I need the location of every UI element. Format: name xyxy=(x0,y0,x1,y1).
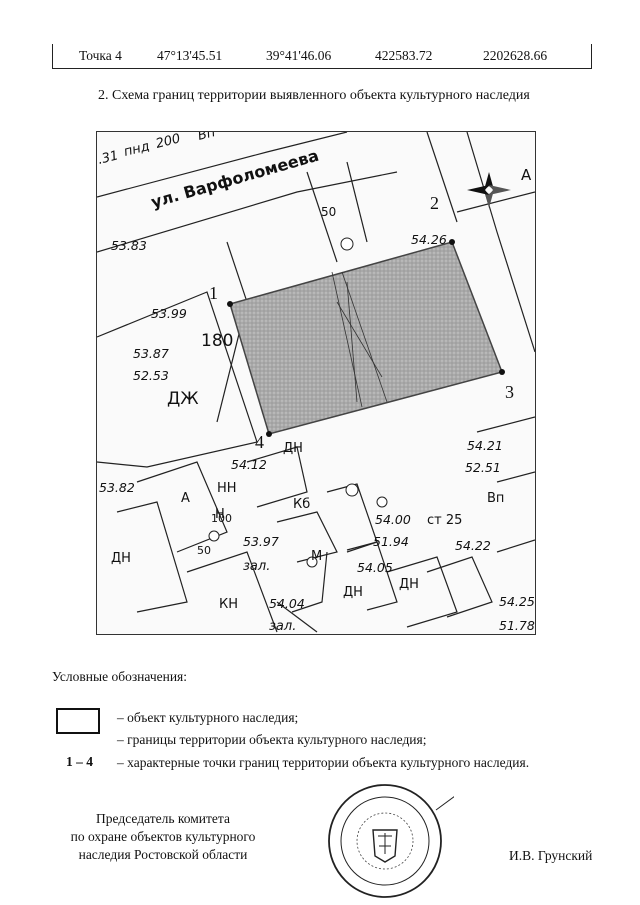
svg-text:100: 100 xyxy=(211,512,232,525)
svg-text:ДН: ДН xyxy=(283,441,303,456)
official-seal xyxy=(328,784,454,898)
svg-text:53.87: 53.87 xyxy=(133,346,169,361)
point-1-label: 1 xyxy=(209,283,218,303)
svg-text:53.99: 53.99 xyxy=(151,306,187,321)
svg-text:50: 50 xyxy=(321,205,336,219)
legend-points-key: 1 – 4 xyxy=(66,754,93,769)
svg-text:50: 50 xyxy=(197,544,211,557)
signatory-line-2: по охране объектов культурного xyxy=(70,829,256,844)
svg-text:54.21: 54.21 xyxy=(467,438,503,453)
map-drawing: А ул. Варфоломеева .31 пнд 200 Вп 1 2 3 … xyxy=(97,132,535,634)
coordinates-table-row: Точка 4 47°13'45.51 39°41'46.06 422583.7… xyxy=(52,44,592,69)
y-coordinate-cell: 2202628.66 xyxy=(483,48,548,63)
svg-text:зал.: зал. xyxy=(243,559,270,574)
street-label: ул. Варфоломеева xyxy=(149,146,321,212)
boundary-points xyxy=(227,239,505,437)
longitude-cell: 39°41'46.06 xyxy=(266,48,332,63)
svg-text:52.51: 52.51 xyxy=(465,460,501,475)
svg-text:200: 200 xyxy=(154,132,182,152)
boundary-map: А ул. Варфоломеева .31 пнд 200 Вп 1 2 3 … xyxy=(96,131,536,635)
svg-text:53.82: 53.82 xyxy=(99,480,135,495)
heritage-object-area xyxy=(229,241,503,435)
svg-text:51.78: 51.78 xyxy=(499,618,535,633)
svg-text:ст 25: ст 25 xyxy=(427,513,462,528)
svg-text:54.22: 54.22 xyxy=(455,538,491,553)
svg-text:54.26: 54.26 xyxy=(411,232,447,247)
svg-text:ДН: ДН xyxy=(343,585,363,600)
signatory-line-1: Председатель комитета xyxy=(96,811,230,826)
signatory-line-3: наследия Ростовской области xyxy=(78,847,248,862)
legend-points-text: – характерные точки границ территории об… xyxy=(117,755,530,770)
legend-object-symbol xyxy=(56,708,100,734)
svg-text:А: А xyxy=(181,491,190,506)
point-3-label: 3 xyxy=(505,382,514,402)
svg-text:Кб: Кб xyxy=(293,497,310,512)
svg-text:54.05: 54.05 xyxy=(357,560,393,575)
signatory-title: Председатель комитета по охране объектов… xyxy=(48,810,278,864)
svg-text:НН: НН xyxy=(217,481,237,496)
svg-text:Н: Н xyxy=(215,507,225,522)
x-coordinate-cell: 422583.72 xyxy=(375,48,433,63)
svg-text:ДЖ: ДЖ xyxy=(167,389,199,409)
svg-text:53.97: 53.97 xyxy=(243,534,279,549)
svg-text:54.00: 54.00 xyxy=(375,512,411,527)
svg-text:пнд: пнд xyxy=(122,139,151,160)
svg-text:ДН: ДН xyxy=(399,577,419,592)
svg-text:КН: КН xyxy=(219,597,238,612)
svg-text:51.94: 51.94 xyxy=(373,534,409,549)
svg-text:ДН: ДН xyxy=(111,551,131,566)
legend-object-text: – объект культурного наследия; xyxy=(117,710,299,725)
svg-text:.31: .31 xyxy=(97,148,120,168)
latitude-cell: 47°13'45.51 xyxy=(157,48,223,63)
point-4-label: 4 xyxy=(255,432,264,452)
svg-text:53.83: 53.83 xyxy=(111,238,147,253)
svg-text:Вп: Вп xyxy=(487,491,504,506)
svg-text:54.04: 54.04 xyxy=(269,596,305,611)
north-arrow-icon xyxy=(467,172,511,208)
building-outlines xyxy=(97,132,535,633)
point-2-label: 2 xyxy=(430,193,439,213)
north-letter: А xyxy=(521,166,532,184)
legend-title: Условные обозначения: xyxy=(52,669,188,684)
svg-text:54.25: 54.25 xyxy=(499,594,535,609)
svg-text:54.12: 54.12 xyxy=(231,457,267,472)
legend-boundaries-text: – границы территории объекта культурного… xyxy=(117,732,427,747)
scheme-heading: 2. Схема границ территории выявленного о… xyxy=(98,88,530,103)
svg-text:52.53: 52.53 xyxy=(133,368,169,383)
svg-text:М: М xyxy=(311,549,322,564)
point-cell: Точка 4 xyxy=(79,48,122,63)
svg-text:180: 180 xyxy=(201,331,233,351)
svg-text:Вп: Вп xyxy=(196,132,217,144)
svg-text:зал.: зал. xyxy=(269,619,296,634)
signatory-name: И.В. Грунский xyxy=(509,848,593,863)
